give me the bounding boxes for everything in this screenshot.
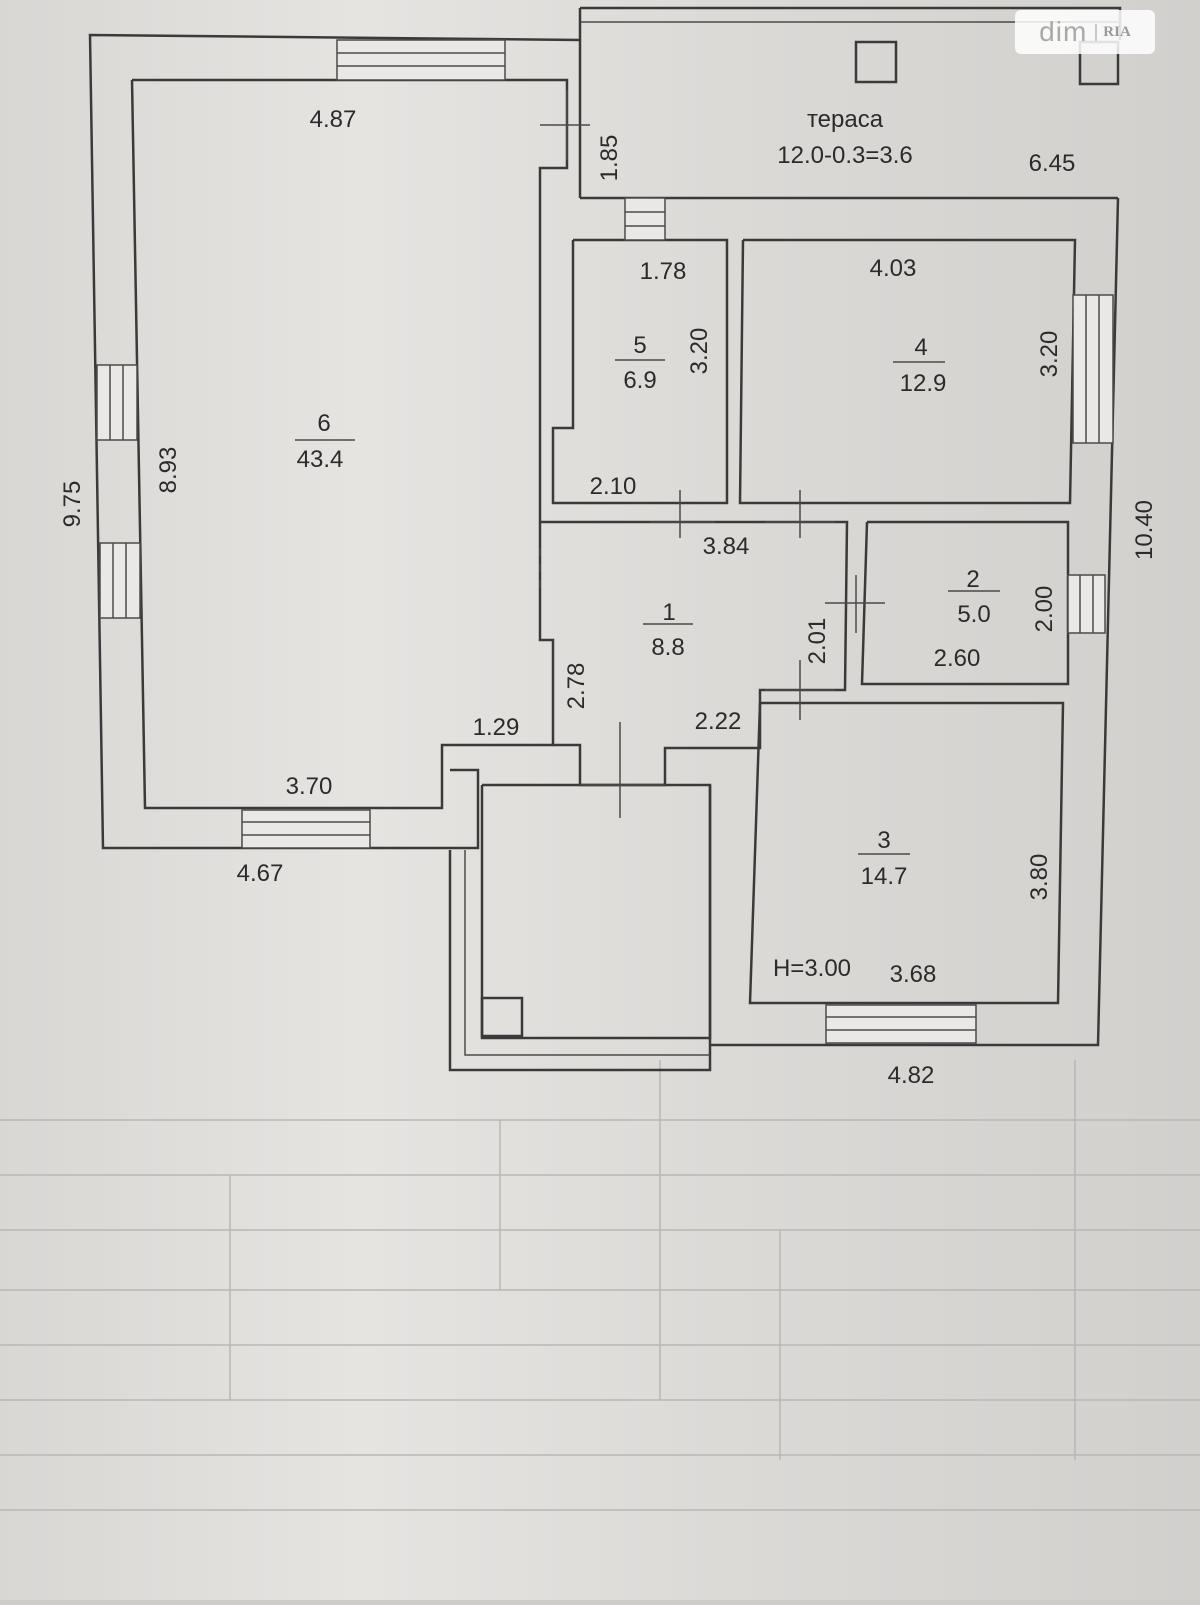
dim-2-60: 2.60 bbox=[934, 645, 981, 672]
dim-4-03: 4.03 bbox=[870, 255, 917, 282]
room-1-number: 1 bbox=[662, 599, 675, 626]
terrace-label: тераса bbox=[807, 106, 884, 133]
room-2-number: 2 bbox=[966, 566, 979, 593]
room-fraction-bars bbox=[295, 359, 1000, 855]
door-markers bbox=[539, 90, 885, 818]
room-1-area: 8.8 bbox=[651, 634, 684, 661]
dim-4-87: 4.87 bbox=[310, 106, 357, 133]
dim-1-78: 1.78 bbox=[640, 258, 687, 285]
room-5-area: 6.9 bbox=[623, 367, 656, 394]
dim-9-75: 9.75 bbox=[59, 481, 86, 528]
watermark-ria-mark: RIA bbox=[1095, 23, 1131, 41]
dim-1-29: 1.29 bbox=[473, 714, 520, 741]
dim-10-40: 10.40 bbox=[1131, 500, 1158, 560]
dim-2-01: 2.01 bbox=[804, 618, 831, 665]
dim-2-10: 2.10 bbox=[590, 473, 637, 500]
dim-4-67: 4.67 bbox=[237, 860, 284, 887]
paper-ruled-lines bbox=[0, 1060, 1200, 1511]
room-6-number: 6 bbox=[317, 410, 330, 437]
windows bbox=[96, 39, 1120, 1044]
watermark-brand: dim bbox=[1039, 16, 1088, 47]
chimney-square bbox=[480, 996, 524, 1038]
room-3-area: 14.7 bbox=[861, 863, 908, 890]
room-4-number: 4 bbox=[914, 334, 927, 361]
dim-8-93: 8.93 bbox=[155, 447, 182, 494]
room-2-area: 5.0 bbox=[957, 601, 990, 628]
dimria-watermark: dim RIA bbox=[1015, 10, 1155, 54]
room-6-area: 43.4 bbox=[297, 446, 344, 473]
dim-3-80: 3.80 bbox=[1026, 854, 1053, 901]
dim-4-82: 4.82 bbox=[888, 1062, 935, 1089]
dim-2-78: 2.78 bbox=[563, 663, 590, 710]
room-5-number: 5 bbox=[633, 332, 646, 359]
dim-2-00: 2.00 bbox=[1031, 586, 1058, 633]
dim-2-22: 2.22 bbox=[695, 708, 742, 735]
dim-h-3-00: H=3.00 bbox=[773, 955, 851, 982]
room-4-area: 12.9 bbox=[900, 370, 947, 397]
dim-3-20-room5: 3.20 bbox=[686, 328, 713, 375]
terrace-height-dim: 1.85 bbox=[596, 135, 623, 182]
dim-3-68: 3.68 bbox=[890, 961, 937, 988]
terrace-formula: 12.0-0.3=3.6 bbox=[777, 142, 912, 169]
room-3-number: 3 bbox=[877, 827, 890, 854]
dim-3-84: 3.84 bbox=[703, 533, 750, 560]
dim-3-20-room4: 3.20 bbox=[1036, 331, 1063, 378]
terrace-width-dim: 6.45 bbox=[1029, 150, 1076, 177]
dim-3-70: 3.70 bbox=[286, 773, 333, 800]
